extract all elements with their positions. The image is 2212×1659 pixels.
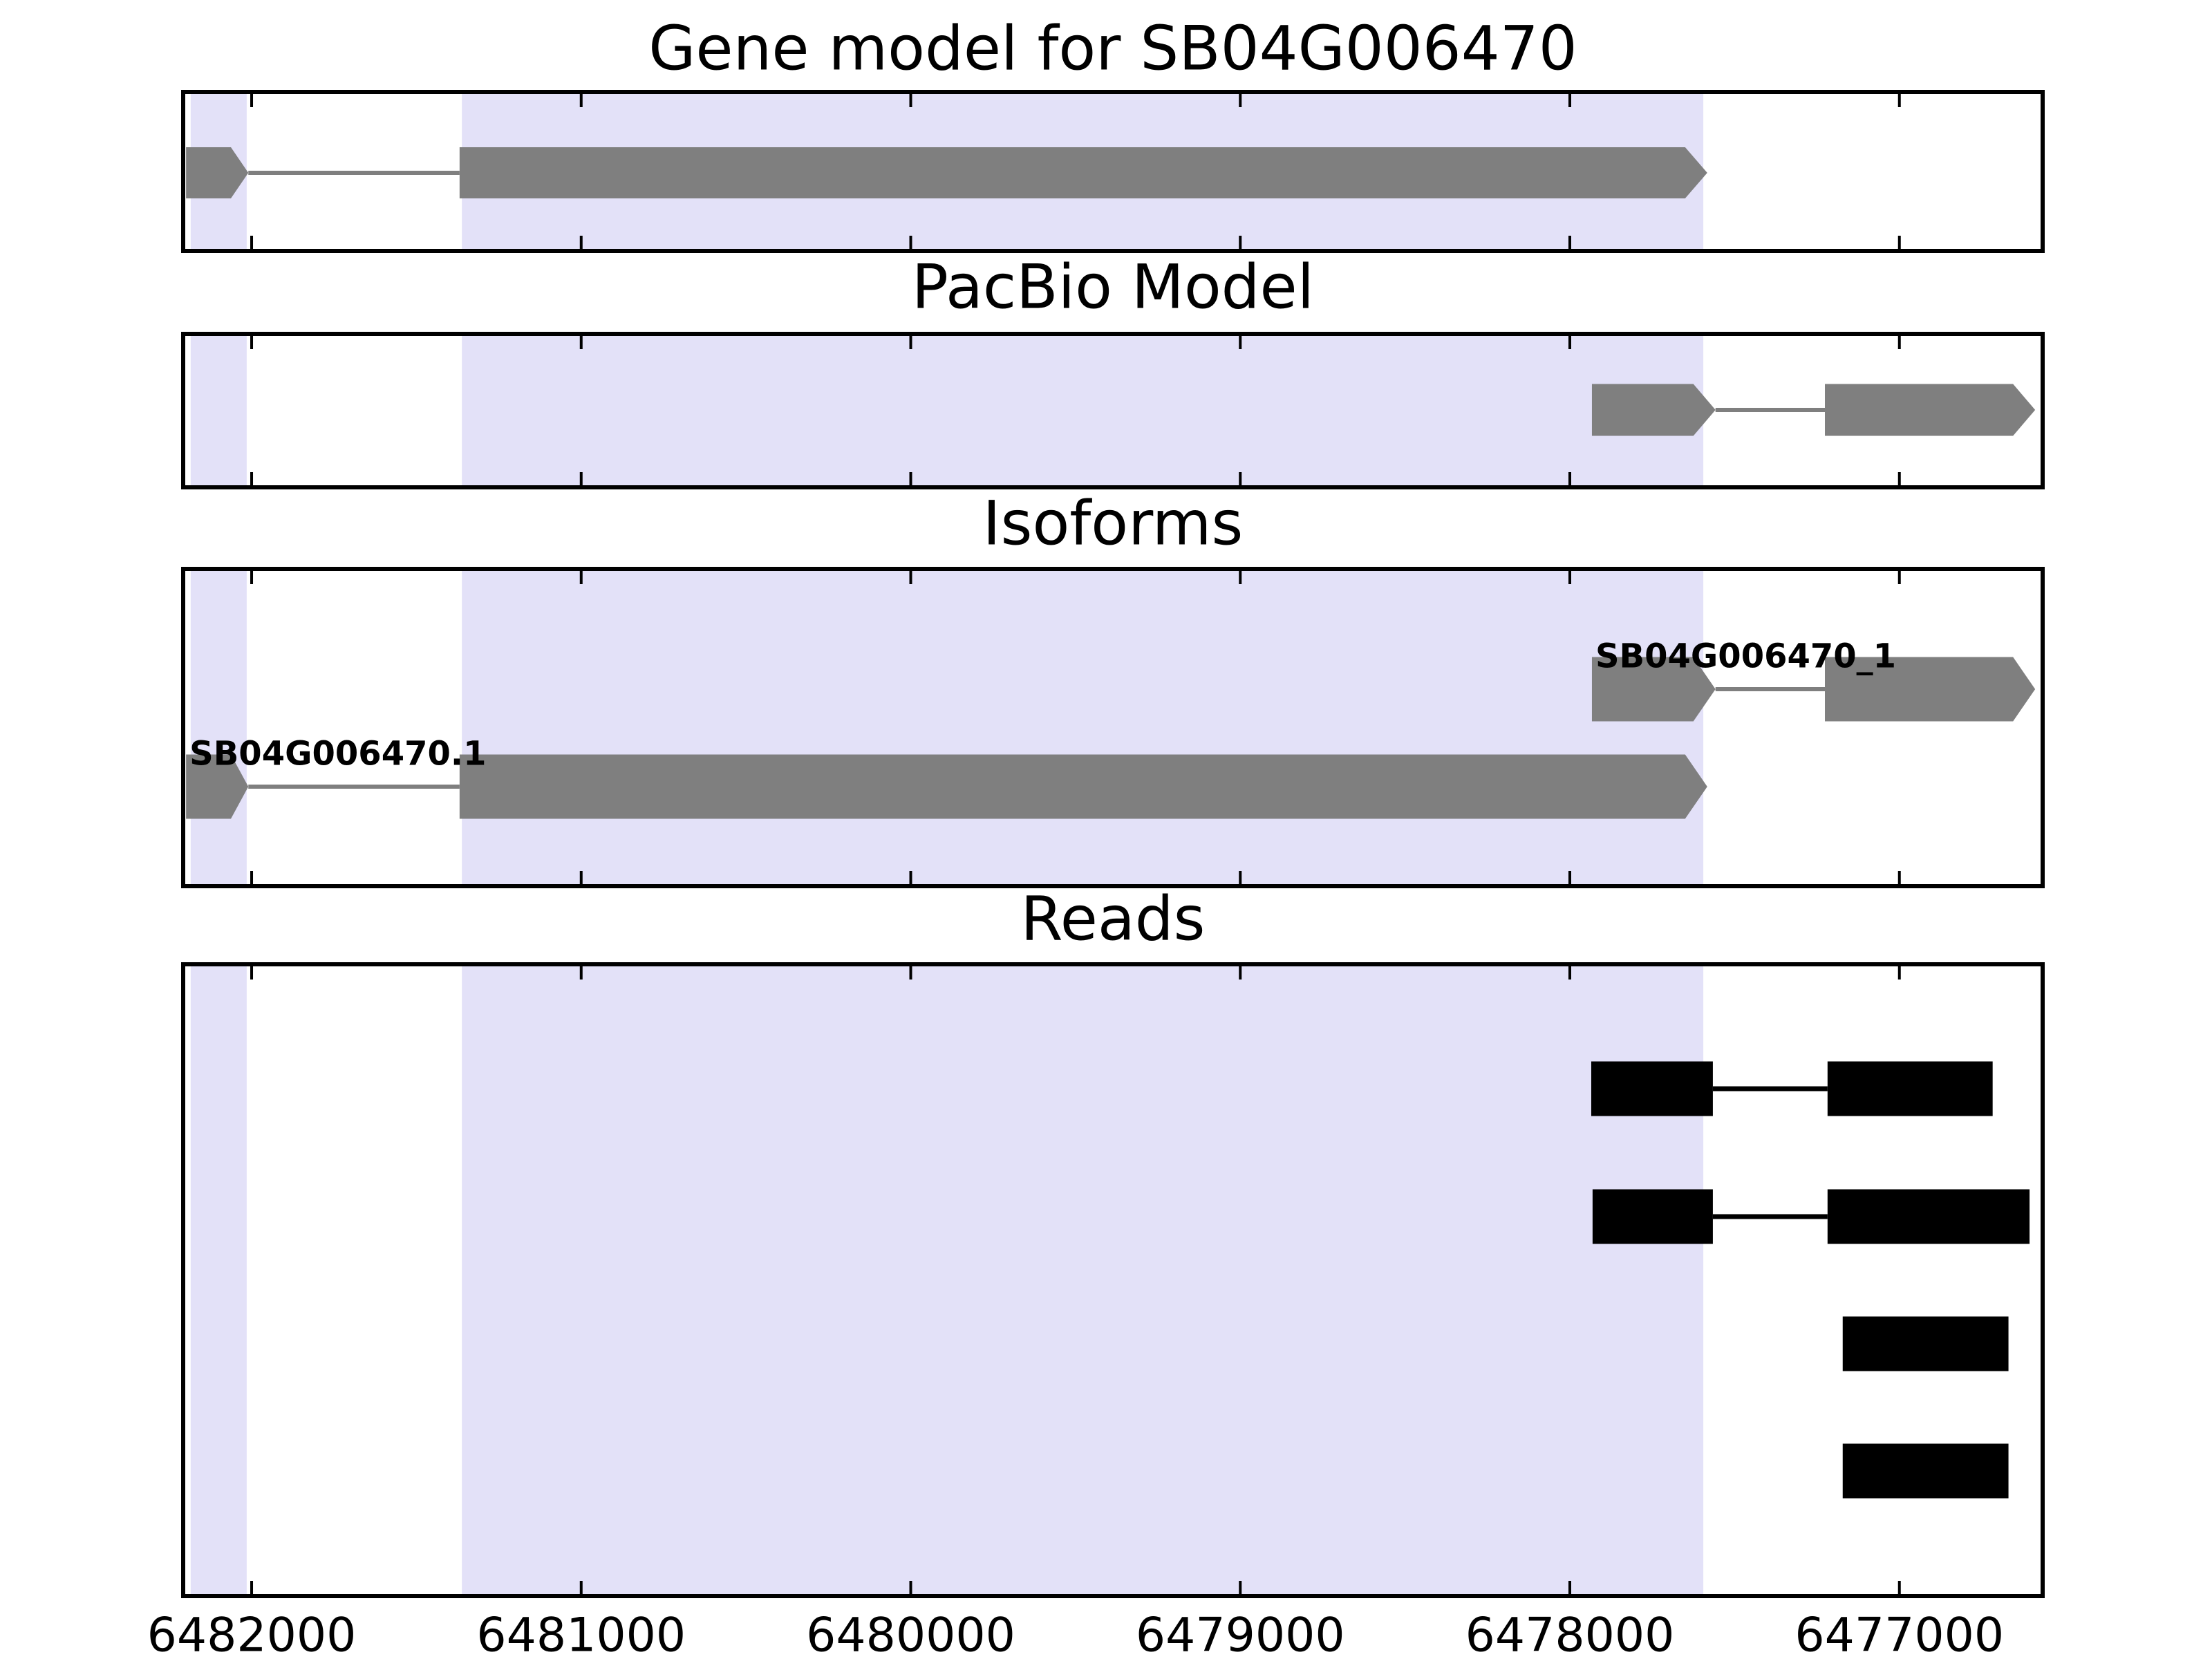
- panel-border: [181, 90, 2045, 253]
- exon-arrow: [1591, 384, 1716, 436]
- highlight-region: [462, 962, 1704, 1598]
- panel-gene-model-canvas: [181, 90, 2045, 253]
- panel-reads-canvas: [181, 962, 2045, 1598]
- read-exon: [1842, 1316, 2009, 1371]
- read-exon: [1842, 1443, 2009, 1499]
- panel-reads: [181, 962, 2045, 1598]
- x-tick-label: 6481000: [476, 1608, 686, 1659]
- highlight-region: [190, 962, 247, 1598]
- highlight-region: [190, 567, 247, 888]
- exon-arrow: [459, 147, 1707, 198]
- highlight-region: [462, 332, 1704, 489]
- panel-border: [181, 332, 2045, 489]
- isoform-label: SB04G006470_1: [1595, 637, 1896, 676]
- panel-border: [181, 567, 2045, 888]
- track-title-reads: Reads: [1020, 883, 1206, 955]
- read-exon: [1592, 1189, 1713, 1244]
- x-tick-label: 6477000: [1794, 1608, 2005, 1659]
- x-tick-label: 6478000: [1465, 1608, 1675, 1659]
- x-tick-label: 6482000: [147, 1608, 357, 1659]
- exon-arrow: [1825, 384, 2036, 436]
- panel-pacbio-model: [181, 332, 2045, 489]
- read-exon: [1591, 1061, 1713, 1116]
- isoform-label: SB04G006470.1: [189, 735, 486, 774]
- exon-arrow: [459, 754, 1707, 819]
- x-tick-label: 6480000: [806, 1608, 1015, 1659]
- track-title-gene-model: Gene model for SB04G006470: [648, 12, 1577, 84]
- exon-arrow: [186, 754, 249, 819]
- highlight-region: [190, 332, 247, 489]
- exon-arrow: [1825, 657, 2036, 722]
- panel-border: [181, 962, 2045, 1598]
- panel-gene-model: [181, 90, 2045, 253]
- track-title-isoforms: Isoforms: [982, 487, 1244, 559]
- exon-arrow: [1591, 657, 1716, 722]
- highlight-region: [462, 567, 1704, 888]
- read-exon: [1827, 1061, 1993, 1116]
- panel-pacbio-model-canvas: [181, 332, 2045, 489]
- read-exon: [1827, 1189, 2030, 1244]
- exon-arrow: [186, 147, 249, 198]
- track-title-pacbio-model: PacBio Model: [911, 251, 1315, 323]
- x-tick-label: 6479000: [1135, 1608, 1345, 1659]
